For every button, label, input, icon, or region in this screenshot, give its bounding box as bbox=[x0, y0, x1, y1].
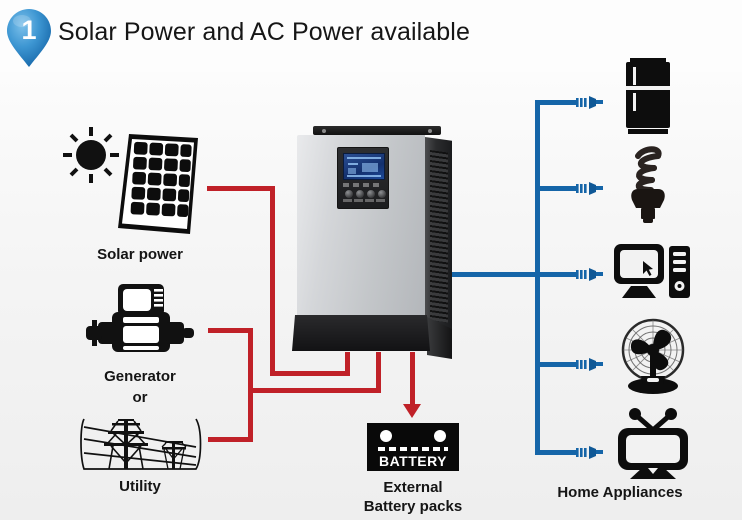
wire-ac-input-riser bbox=[376, 352, 381, 392]
wire-branch-television bbox=[535, 450, 570, 455]
wire-branch-fan bbox=[535, 362, 570, 367]
wire-branch-refrigerator bbox=[535, 100, 570, 105]
wire-ac-input-bus bbox=[248, 388, 381, 393]
wire-solar-to-inverter bbox=[270, 371, 350, 376]
plug-icon-computer bbox=[566, 266, 606, 282]
wire-utility-vertical bbox=[248, 390, 253, 442]
refrigerator-icon bbox=[622, 58, 674, 141]
button-labels bbox=[343, 183, 383, 187]
wire-ac-output-main bbox=[452, 272, 540, 277]
utility-label: Utility bbox=[119, 478, 161, 495]
page-title: Solar Power and AC Power available bbox=[58, 18, 470, 46]
fan-icon bbox=[616, 318, 690, 401]
generator-icon bbox=[82, 284, 200, 361]
inverter-button-3[interactable] bbox=[366, 189, 376, 199]
inverter-control-panel[interactable] bbox=[337, 147, 389, 209]
plug-icon-bulb bbox=[566, 180, 606, 196]
wire-utility-horizontal bbox=[208, 437, 253, 442]
lcd-screen bbox=[343, 153, 385, 180]
plug-icon-refrigerator bbox=[566, 94, 606, 110]
or-label: or bbox=[132, 389, 148, 406]
wire-branch-computer bbox=[535, 272, 570, 277]
wire-generator-horizontal bbox=[208, 328, 253, 333]
solar-power-label: Solar power bbox=[97, 246, 183, 263]
step-number-badge: 1 bbox=[6, 8, 52, 68]
utility-tower-icon bbox=[78, 413, 204, 480]
arrow-into-battery bbox=[403, 404, 421, 418]
battery-pack-icon: BATTERY bbox=[367, 423, 459, 471]
wire-solar-horizontal bbox=[207, 186, 275, 191]
plug-icon-television bbox=[566, 444, 606, 460]
wire-generator-vertical bbox=[248, 328, 253, 390]
step-number-text: 1 bbox=[21, 15, 37, 45]
inverter-button-2[interactable] bbox=[355, 189, 365, 199]
battery-label-line2: Battery packs bbox=[363, 498, 463, 515]
battery-label-line1: External bbox=[383, 479, 443, 496]
solar-panel-icon bbox=[58, 126, 208, 241]
plug-icon-fan bbox=[566, 356, 606, 372]
wire-solar-riser bbox=[345, 352, 350, 376]
light-bulb-icon bbox=[624, 142, 672, 229]
wire-inverter-to-battery bbox=[410, 352, 415, 406]
inverter-vents bbox=[430, 150, 448, 323]
inverter-button-1[interactable] bbox=[344, 189, 354, 199]
inverter-base bbox=[292, 315, 430, 351]
wire-ac-output-riser bbox=[535, 100, 540, 455]
battery-cells bbox=[378, 447, 448, 451]
inverter-button-4[interactable] bbox=[377, 189, 387, 199]
television-icon bbox=[612, 408, 694, 485]
computer-icon bbox=[614, 244, 690, 309]
battery-terminal-left bbox=[380, 430, 392, 442]
battery-terminal-right bbox=[434, 430, 446, 442]
home-appliances-label: Home Appliances bbox=[557, 484, 683, 501]
generator-label: Generator bbox=[104, 368, 176, 385]
wire-solar-vertical bbox=[270, 186, 275, 376]
header-bar: 1 Solar Power and AC Power available bbox=[0, 0, 742, 72]
map-pin-icon bbox=[7, 9, 51, 67]
wire-branch-bulb bbox=[535, 186, 570, 191]
inverter-mount-bracket bbox=[313, 126, 441, 135]
battery-text: BATTERY bbox=[378, 453, 448, 469]
